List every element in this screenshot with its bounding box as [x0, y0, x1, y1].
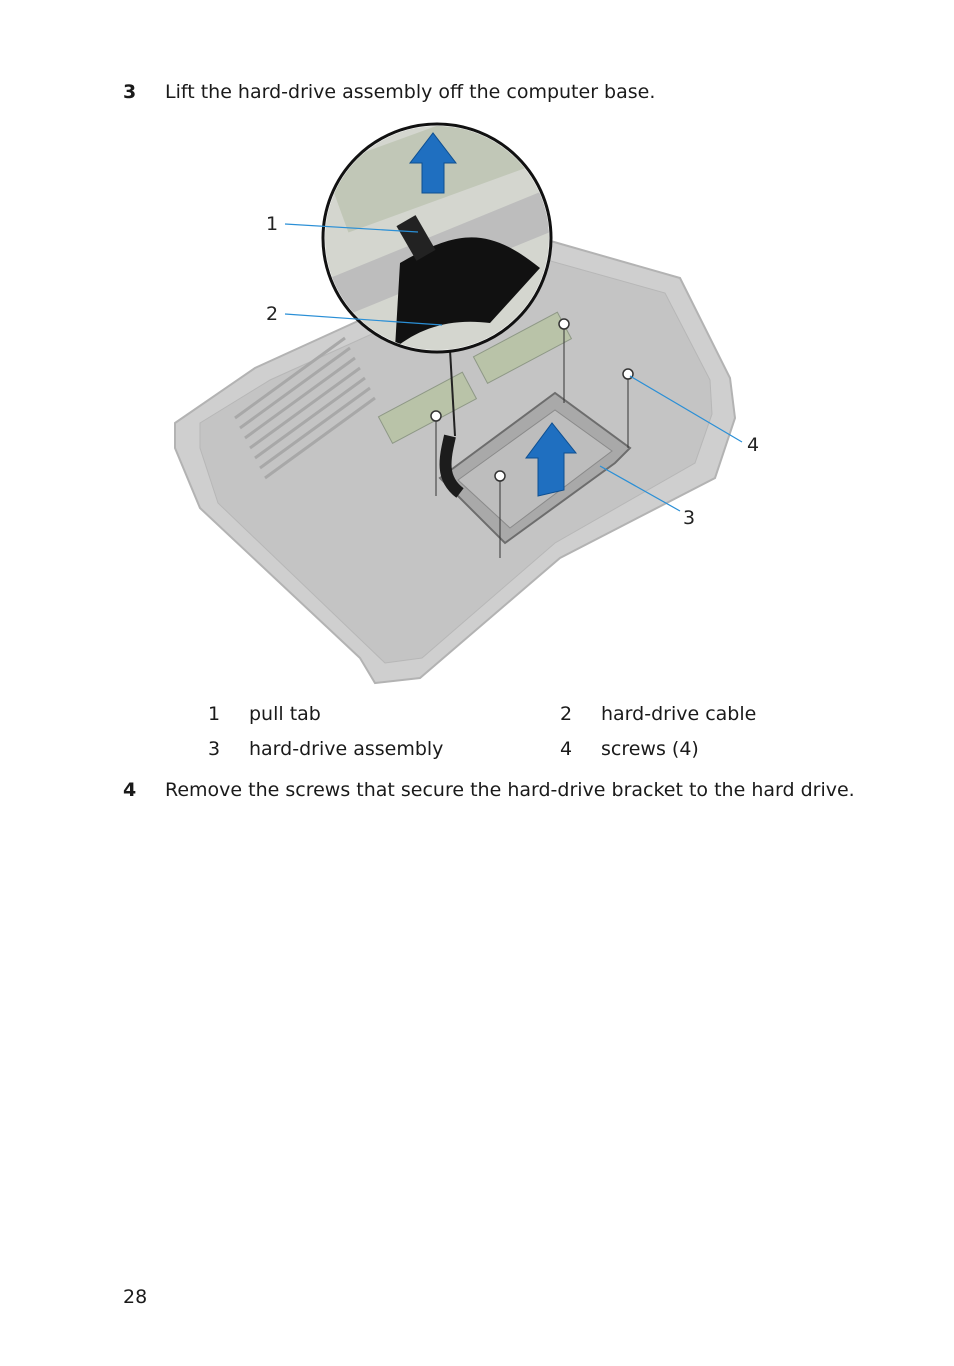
illustration-svg: 1 2 3 4	[174, 122, 759, 685]
callout-4: 4	[747, 434, 759, 456]
pull-tab-zoom	[396, 215, 436, 261]
hard-drive-cable-zoom	[395, 237, 540, 348]
legend-label: hard-drive cable	[601, 703, 757, 725]
lift-arrow-icon	[525, 422, 578, 497]
hard-drive-cable-shape	[439, 434, 464, 498]
page-number: 28	[123, 1286, 148, 1308]
callout-1: 1	[266, 213, 278, 235]
legend-number: 3	[208, 738, 221, 760]
hard-drive-removal-illustration: 1 2 3 4	[160, 118, 800, 688]
legend-label: pull tab	[249, 703, 321, 725]
legend-label: screws (4)	[601, 738, 699, 760]
callout-3: 3	[683, 507, 695, 529]
step-text: Remove the screws that secure the hard-d…	[165, 779, 855, 801]
step-number: 4	[123, 779, 137, 801]
callout-2: 2	[266, 303, 278, 325]
step-number: 3	[123, 81, 137, 103]
legend-label: hard-drive assembly	[249, 738, 444, 760]
screw-icon	[430, 318, 634, 482]
legend-number: 2	[560, 703, 573, 725]
legend-number: 1	[208, 703, 221, 725]
lift-arrow-zoom-icon	[408, 132, 458, 194]
vent-grille	[234, 336, 376, 480]
legend-number: 4	[560, 738, 573, 760]
step-text: Lift the hard-drive assembly off the com…	[165, 81, 656, 103]
